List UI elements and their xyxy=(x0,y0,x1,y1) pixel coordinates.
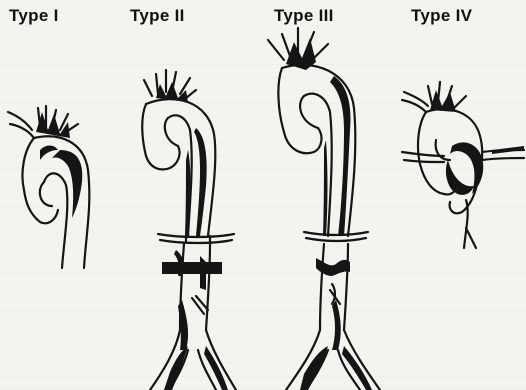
type-i-aorta-drawing xyxy=(8,106,89,268)
type-ii-aorta-drawing xyxy=(142,70,236,390)
type-iv-aorta-drawing xyxy=(402,82,524,248)
type-iii-aorta-drawing xyxy=(268,28,380,390)
